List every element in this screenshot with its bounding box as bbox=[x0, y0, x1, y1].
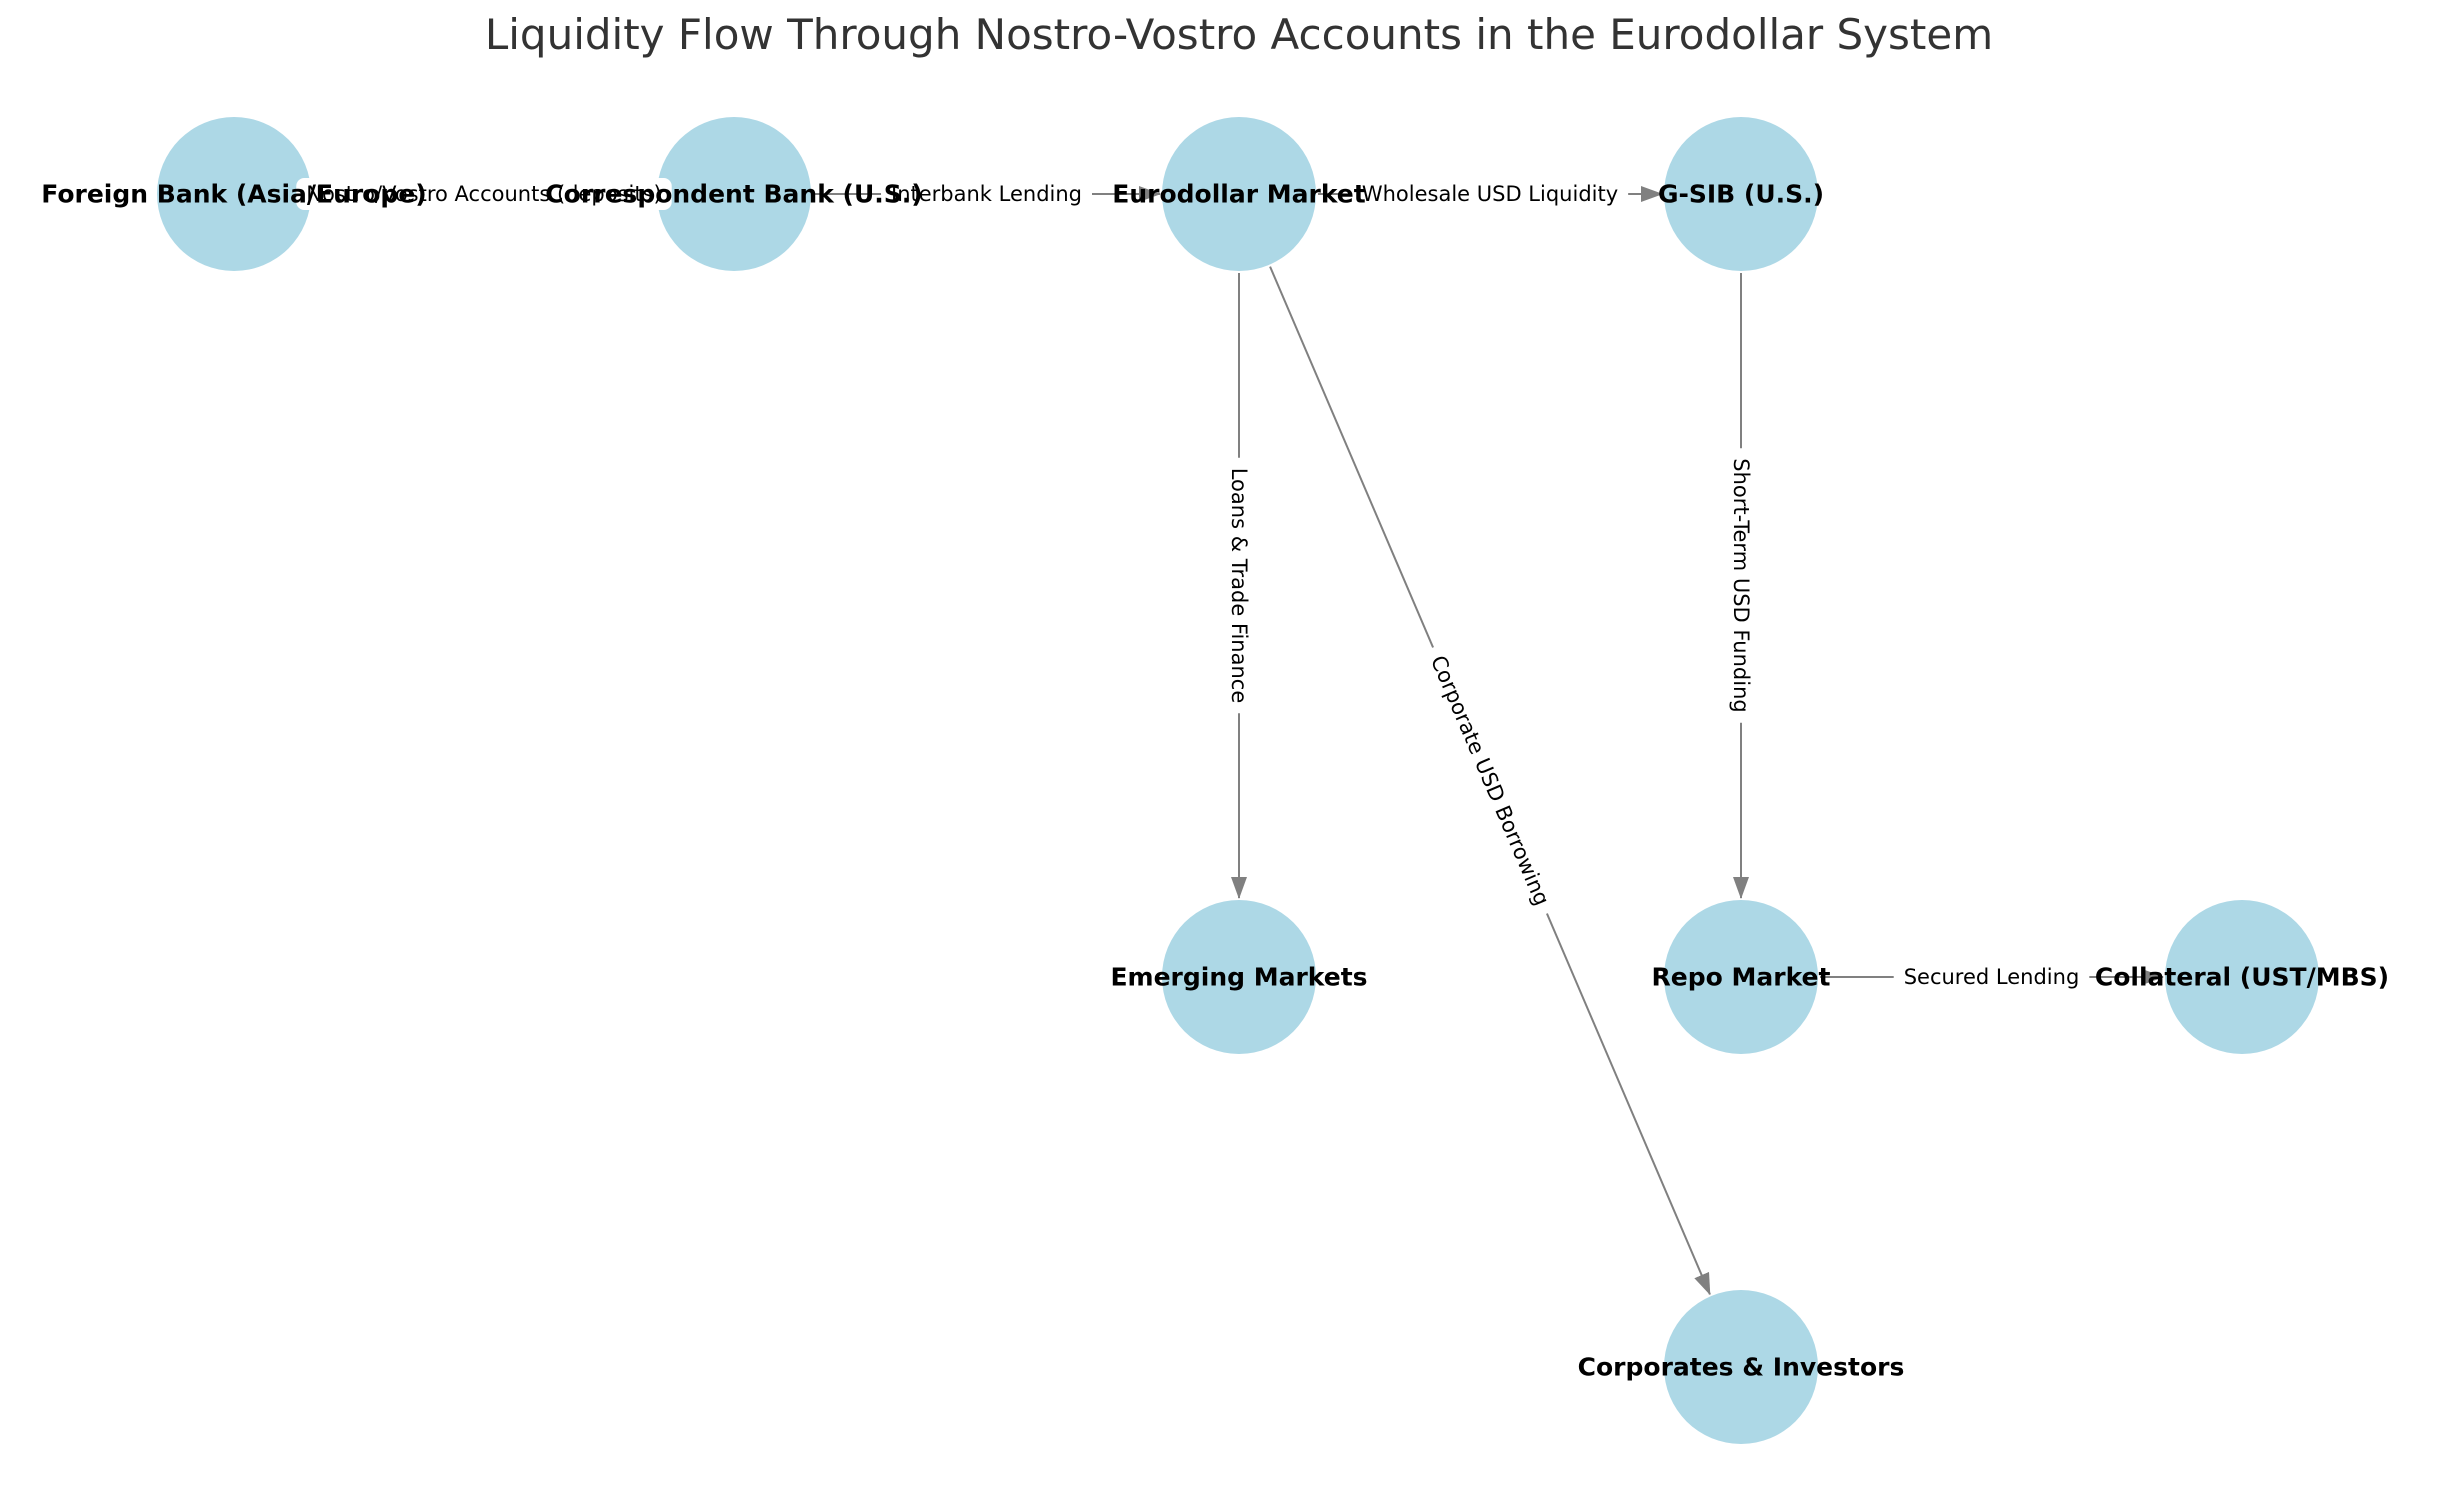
node-label-gsib: G-SIB (U.S.) bbox=[1658, 180, 1824, 209]
edge-label-bg bbox=[1223, 457, 1255, 714]
edge-label-eurodollar_market-corporates: Corporate USD Borrowing bbox=[1426, 652, 1554, 909]
node-circle-foreign_bank bbox=[157, 117, 311, 271]
node-label-eurodollar_market: Eurodollar Market bbox=[1112, 180, 1365, 209]
node-circle-corporates bbox=[1664, 1290, 1818, 1444]
node-circle-correspondent_bank bbox=[657, 117, 811, 271]
edge-label-bg bbox=[1725, 448, 1757, 723]
node-label-repo_market: Repo Market bbox=[1652, 963, 1831, 992]
edge-label-gsib-repo_market: Short-Term USD Funding bbox=[1729, 458, 1753, 712]
edge-label-bg bbox=[881, 178, 1092, 210]
diagram-title: Liquidity Flow Through Nostro-Vostro Acc… bbox=[484, 10, 1994, 59]
edge-label-correspondent_bank-eurodollar_market: Interbank Lending bbox=[891, 182, 1082, 206]
node-labels-layer: Foreign Bank (Asia/Europe) Correspondent … bbox=[41, 180, 2389, 1382]
edges-layer bbox=[313, 186, 2164, 1296]
edge-label-bg bbox=[296, 178, 672, 210]
nodes-layer bbox=[157, 117, 2319, 1444]
edge-labels-layer: Nostro/Vostro Accounts (deposits) Interba… bbox=[296, 178, 2090, 993]
node-circle-repo_market bbox=[1664, 900, 1818, 1054]
edge-label-repo_market-collateral: Secured Lending bbox=[1904, 965, 2080, 989]
node-label-corporates: Corporates & Investors bbox=[1578, 1353, 1905, 1382]
edge-label-bg bbox=[1893, 961, 2090, 993]
edge-label-foreign_bank-correspondent_bank: Nostro/Vostro Accounts (deposits) bbox=[306, 182, 661, 206]
node-circle-gsib bbox=[1664, 117, 1818, 271]
node-label-collateral: Collateral (UST/MBS) bbox=[2095, 963, 2389, 992]
node-circle-collateral bbox=[2165, 900, 2319, 1054]
node-circle-eurodollar_market bbox=[1162, 117, 1316, 271]
node-label-correspondent_bank: Correspondent Bank (U.S.) bbox=[545, 180, 922, 209]
edge-label-bg bbox=[1351, 178, 1629, 210]
node-circle-emerging_markets bbox=[1162, 900, 1316, 1054]
edge-label-eurodollar_market-emerging_markets: Loans & Trade Finance bbox=[1227, 468, 1251, 704]
edge-label-eurodollar_market-gsib: Wholesale USD Liquidity bbox=[1362, 182, 1618, 206]
node-label-foreign_bank: Foreign Bank (Asia/Europe) bbox=[41, 180, 426, 209]
node-label-emerging_markets: Emerging Markets bbox=[1110, 963, 1367, 992]
edge-label-bg bbox=[1420, 643, 1560, 918]
